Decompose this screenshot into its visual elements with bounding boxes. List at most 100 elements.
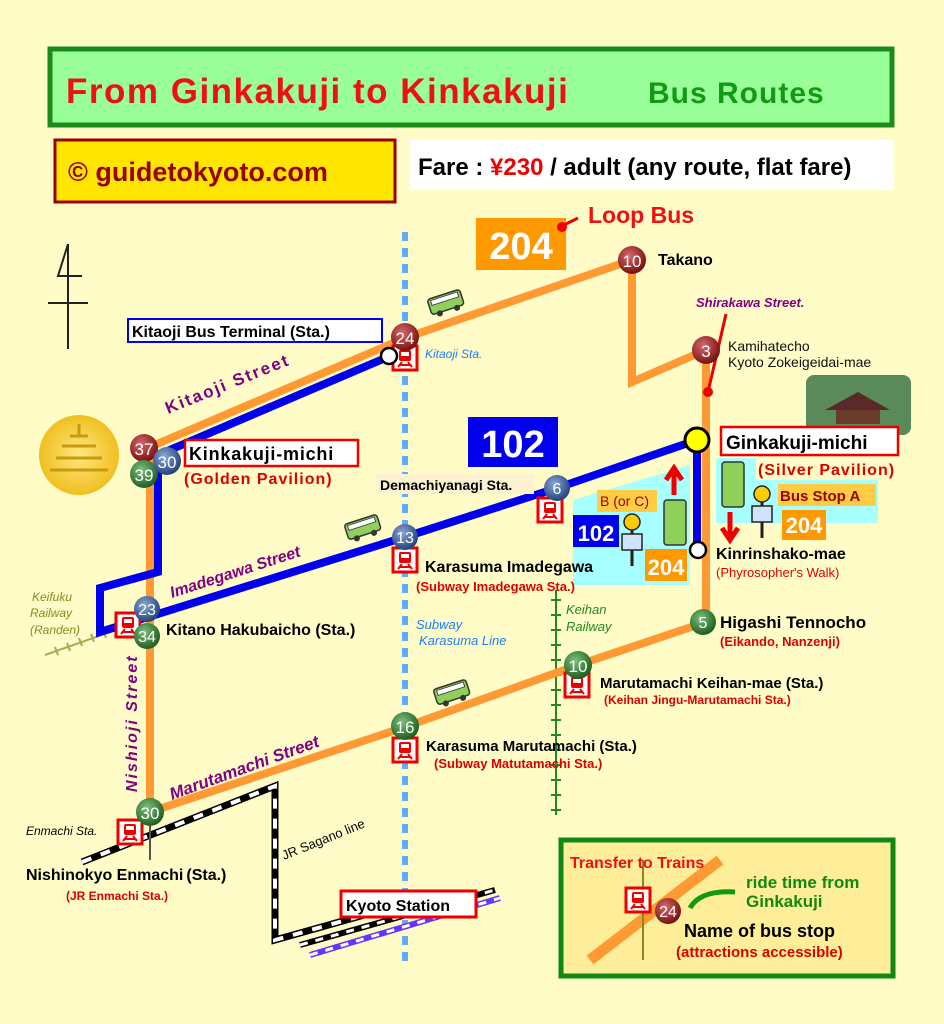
route-102-badge <box>468 417 558 467</box>
ginkakuji-stop-name: Ginkakuji-michi <box>726 433 867 454</box>
svg-text:Ginkakuji: Ginkakuji <box>746 892 823 911</box>
ride-time-badge <box>690 609 716 635</box>
svg-text:Railway: Railway <box>566 619 613 634</box>
svg-text:30: 30 <box>141 804 160 823</box>
bus-icon <box>343 513 384 545</box>
golden-pavilion-image <box>39 415 119 495</box>
arrow-up-icon <box>663 463 685 495</box>
keihan-label: Keihan Railway <box>566 602 613 634</box>
svg-text:204: 204 <box>786 513 823 538</box>
svg-text:Railway: Railway <box>30 606 73 620</box>
kinrinshako-attraction: (Phyrosopher's Walk) <box>716 565 839 580</box>
karasuma-imadegawa-attraction: (Subway Imadegawa Sta.) <box>416 579 575 594</box>
loop-bus-label: Loop Bus <box>588 202 694 228</box>
route-204-small-badge <box>782 510 826 540</box>
arrow-down-icon <box>719 512 741 545</box>
copyright-box <box>53 138 397 204</box>
ride-time-badge <box>153 447 181 475</box>
svg-text:24: 24 <box>659 904 677 921</box>
svg-text:10: 10 <box>569 657 588 676</box>
ride-time-badge <box>130 460 158 488</box>
kyoto-station-label: Kyoto Station <box>346 898 450 915</box>
svg-text:204: 204 <box>489 226 552 268</box>
shirakawa-street-label: Shirakawa Street. <box>696 295 804 310</box>
svg-text:102: 102 <box>578 521 615 546</box>
bus-stop-sign-icon <box>750 484 774 540</box>
karasuma-marutamachi-stop-name: Karasuma Marutamachi (Sta.) <box>426 738 637 755</box>
demachiyanagi-stop-name: Demachiyanagi Sta. <box>380 477 512 493</box>
higashi-tennocho-stop-name: Higashi Tennocho <box>720 613 866 632</box>
kitaoji-terminal-name: Kitaoji Bus Terminal (Sta.) <box>132 324 330 341</box>
route-102-line <box>96 352 701 638</box>
nishinokyo-stop-name: Nishinokyo Enmachi(Sta.) <box>26 867 226 884</box>
legend-stop-name: Name of bus stop <box>684 921 835 941</box>
svg-text:13: 13 <box>396 530 414 547</box>
bus-icon <box>721 461 745 508</box>
route-204-badge <box>476 218 566 270</box>
bus-stop-a-label: Bus Stop A <box>780 488 860 505</box>
svg-text:102: 102 <box>481 424 544 466</box>
svg-text:3: 3 <box>701 342 710 361</box>
ride-time-badge <box>391 323 419 351</box>
ride-time-badge <box>136 798 164 826</box>
page-subtitle: Bus Routes <box>648 77 825 110</box>
svg-text:Keihan: Keihan <box>566 602 606 617</box>
title-banner <box>47 46 895 128</box>
kinkakuji-stop-name: Kinkakuji-michi <box>189 444 334 464</box>
kamihatecho-stop-name2: Kyoto Zokeigeidai-mae <box>728 354 871 370</box>
nishioji-street-label: Nishioji Street <box>124 654 141 792</box>
legend: 24 Transfer to Trains ride time from Gin… <box>558 837 896 979</box>
svg-text:Keifuku: Keifuku <box>32 590 72 604</box>
bus-icon <box>426 288 467 320</box>
marutamachi-keihan-attraction: (Keihan Jingu-Marutamachi Sta.) <box>604 693 791 707</box>
fare-text: Fare : ¥230 / adult (any route, flat far… <box>418 154 851 181</box>
kamihatecho-stop-name: Kamihatecho <box>728 338 810 354</box>
train-transfer-icon <box>536 496 564 524</box>
takano-stop-name: Takano <box>658 252 713 269</box>
page-title: From Ginkakuji to Kinkakuji <box>66 72 569 111</box>
svg-text:30: 30 <box>158 453 177 472</box>
legend-ride-time: ride time from <box>746 873 859 892</box>
ride-time-badge <box>564 651 592 679</box>
jr-sagano-label: JR Sagano line <box>280 816 367 863</box>
enmachi-sta-label: Enmachi Sta. <box>26 824 97 838</box>
ride-time-badge <box>134 596 160 622</box>
route-102-small-badge <box>573 515 619 547</box>
marutamachi-street-label: Marutamachi Street <box>167 731 323 803</box>
kinrinshako-stop-name: Kinrinshako-mae <box>716 546 846 563</box>
svg-text:6: 6 <box>553 481 562 498</box>
ginkakuji-attraction: (Silver Pavilion) <box>758 462 895 479</box>
kitaoji-sta-label: Kitaoji Sta. <box>425 347 482 361</box>
svg-text:34: 34 <box>138 629 156 646</box>
train-transfer-icon <box>116 818 144 846</box>
kinrinshako-stop-marker <box>688 540 708 560</box>
marutamachi-keihan-stop-name: Marutamachi Keihan-mae (Sta.) <box>600 675 823 692</box>
kinkakuji-stop-box <box>183 438 360 468</box>
svg-text:39: 39 <box>135 466 154 485</box>
ride-time-badge <box>392 524 418 550</box>
svg-text:Subway: Subway <box>416 617 464 632</box>
ride-time-badge <box>391 712 419 740</box>
svg-text:16: 16 <box>396 718 415 737</box>
svg-text:24: 24 <box>396 329 415 348</box>
nishinokyo-attraction: (JR Enmachi Sta.) <box>66 889 168 903</box>
kitano-stop-name: Kitano Hakubaicho (Sta.) <box>166 622 355 639</box>
fare-box <box>410 140 894 190</box>
karasuma-marutamachi-attraction: (Subway Matutamachi Sta.) <box>434 756 602 771</box>
legend-transfer: Transfer to Trains <box>570 855 704 872</box>
higashi-tennocho-attraction: (Eikando, Nanzenji) <box>720 634 840 649</box>
copyright-text: © guidetokyoto.com <box>68 157 328 187</box>
svg-text:5: 5 <box>699 615 708 632</box>
ginkakuji-stop-box <box>719 425 900 457</box>
svg-text:37: 37 <box>135 440 154 459</box>
karasuma-imadegawa-stop-name: Karasuma Imadegawa <box>425 559 593 576</box>
ride-time-badge <box>134 623 160 649</box>
svg-text:23: 23 <box>138 602 156 619</box>
legend-attractions: (attractions accessible) <box>676 944 843 961</box>
ride-time-badge <box>618 246 646 274</box>
transfer-stop-marker <box>379 346 399 366</box>
keifuku-label: Keifuku Railway (Randen) <box>30 590 80 637</box>
svg-text:204: 204 <box>648 555 685 580</box>
ride-time-badge <box>544 475 570 501</box>
